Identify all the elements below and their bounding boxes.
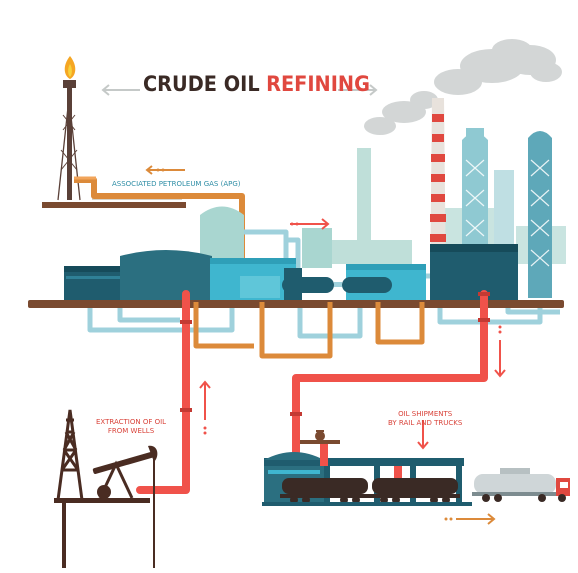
well-shaft: [62, 503, 66, 568]
rail-track: [262, 502, 472, 506]
chimney-icon: [430, 98, 446, 290]
well-base: [54, 498, 150, 503]
extraction-label-line1: EXTRACTION OF OIL: [96, 418, 167, 426]
extraction-label: EXTRACTION OF OIL FROM WELLS: [96, 418, 166, 436]
apg-platform: [42, 202, 186, 208]
horizontal-tanks: [282, 277, 392, 293]
ground-line: [28, 300, 564, 308]
underground-gas-pipes: [193, 302, 425, 359]
title-part1: CRUDE OIL: [143, 72, 260, 96]
flare-flame-icon: [64, 56, 76, 79]
shipments-label-line2: BY RAIL AND TRUCKS: [388, 419, 463, 427]
oil-flow-arrow-icon: [199, 340, 506, 525]
pumpjack-icon: [92, 445, 158, 568]
refinery-tanks: [64, 244, 518, 302]
title-part2: REFINING: [266, 72, 370, 96]
shipments-label: OIL SHIPMENTS BY RAIL AND TRUCKS: [388, 410, 462, 428]
gas-flow-arrow-icon: [145, 165, 185, 175]
extraction-label-line2: FROM WELLS: [107, 427, 155, 435]
smoke-clouds: [364, 39, 562, 135]
oil-derrick-icon: [56, 409, 84, 501]
tank-car-icon: [280, 478, 460, 504]
title-arrows: [101, 84, 378, 96]
tank-truck-icon: [472, 468, 570, 502]
pipe-joints: [180, 292, 490, 416]
flare-stack: [57, 80, 81, 201]
associated-gas-label: ASSOCIATED PETROLEUM GAS (APG): [112, 180, 241, 188]
shipments-label-line1: OIL SHIPMENTS: [398, 410, 453, 418]
